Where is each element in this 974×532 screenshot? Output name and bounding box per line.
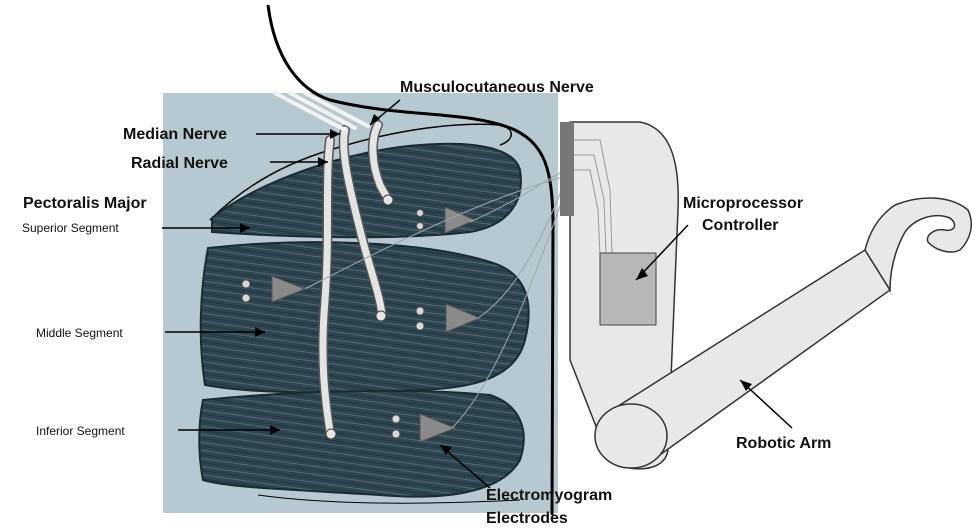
muscle-inferior-segment [199,391,524,497]
label-middle-segment: Middle Segment [36,326,123,340]
robotic-hand [865,198,971,290]
label-median-nerve: Median Nerve [123,126,227,143]
nerve-end-radial [326,429,336,439]
label-superior-segment: Superior Segment [22,221,119,235]
label-electrodes: Electrodes [486,510,568,527]
label-radial-nerve: Radial Nerve [131,155,228,172]
socket-connector [560,122,574,216]
label-robotic-arm: Robotic Arm [736,435,831,452]
electrode-dot [417,223,424,230]
label-musculocutaneous-nerve: Musculocutaneous Nerve [400,79,594,96]
label-electromyogram: Electromyogram [486,487,612,504]
label-microprocessor: Microprocessor [683,195,803,212]
nerve-end-musculocutaneous [383,195,393,205]
label-pectoralis-major: Pectoralis Major [23,195,147,212]
label-inferior-segment: Inferior Segment [36,424,125,438]
electrode-dot [392,430,400,438]
electrode-dot [242,294,250,302]
electrode-dot [416,307,424,315]
microprocessor-controller-chip [600,253,656,325]
electrode-dot [392,415,400,423]
label-controller: Controller [702,217,778,234]
electrode-dot [242,280,250,288]
robotic-arm-base [595,404,667,468]
electrode-dot [417,210,424,217]
electrode-dot [416,322,424,330]
nerve-end-median [376,311,386,321]
